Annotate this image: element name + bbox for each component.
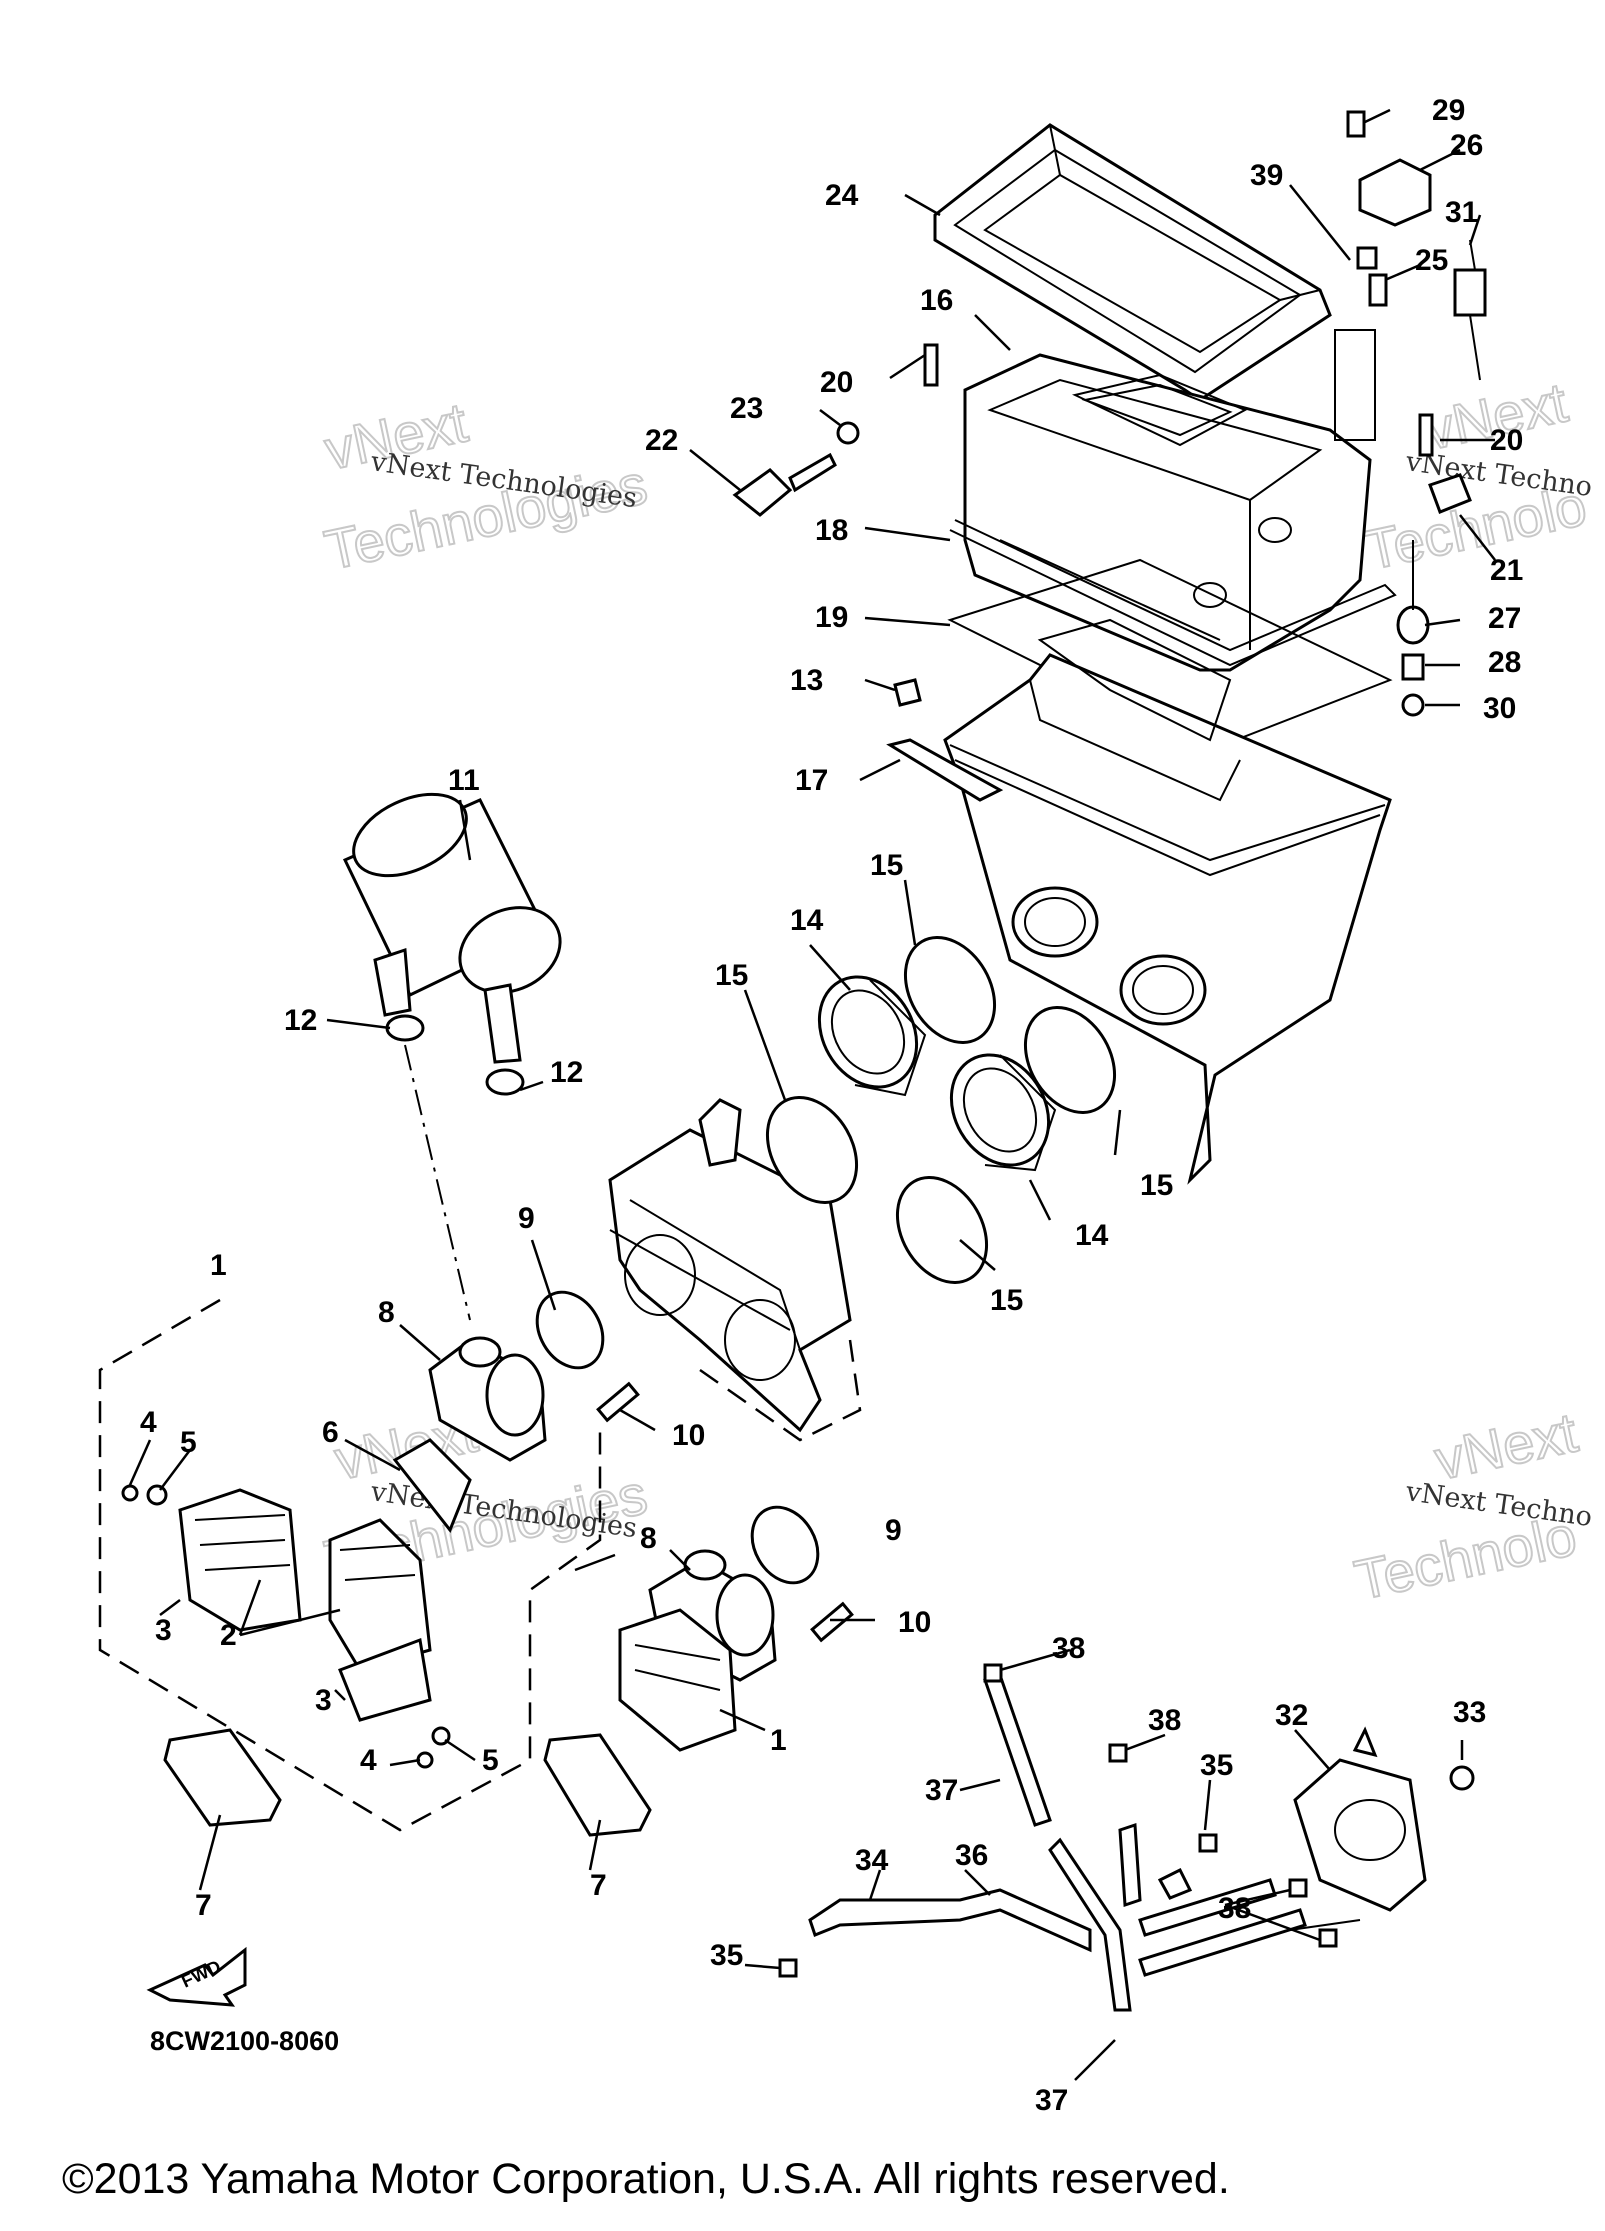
hose-clamp-9 (535, 1290, 820, 1585)
callout-20a: 20 (820, 366, 853, 399)
callout-36: 36 (955, 1839, 988, 1872)
callout-37a: 37 (925, 1774, 958, 1807)
gasket-18 (949, 519, 1397, 667)
lower-air-box (886, 618, 1392, 1185)
fwd-arrow: FWD (146, 1946, 247, 2007)
screw-20b (1418, 413, 1434, 457)
intake-silencer (342, 792, 562, 1064)
callout-32: 32 (1275, 1699, 1308, 1732)
callout-17: 17 (795, 764, 828, 797)
gasket-7 (163, 1728, 652, 1837)
callout-30: 30 (1483, 692, 1516, 725)
callout-7b: 7 (590, 1869, 607, 1902)
nut-33 (1449, 1765, 1475, 1791)
callout-14a: 14 (790, 904, 824, 937)
callout-10a: 10 (672, 1419, 705, 1452)
callout-12b: 12 (550, 1056, 583, 1089)
band-clamp-15 (765, 936, 1117, 1284)
carb-joint-upper (817, 975, 927, 1097)
callout-21: 21 (1490, 554, 1523, 587)
callout-3a: 3 (155, 1614, 172, 1647)
callout-13: 13 (790, 664, 823, 697)
clip-13 (893, 678, 922, 707)
callout-10b: 10 (898, 1606, 931, 1639)
callout-11: 11 (448, 764, 480, 797)
callout-34: 34 (855, 1844, 889, 1877)
pad-39 (1356, 246, 1378, 270)
callout-39: 39 (1250, 159, 1283, 192)
callout-27: 27 (1488, 602, 1521, 635)
callout-35b: 35 (1200, 1749, 1233, 1782)
callout-14b: 14 (1075, 1219, 1109, 1252)
screw-25 (1368, 273, 1388, 307)
callout-2: 2 (220, 1619, 237, 1652)
callout-24: 24 (825, 179, 859, 212)
reed-valve-right (618, 1608, 737, 1752)
callout-9b: 9 (885, 1514, 902, 1547)
callout-31: 31 (1445, 196, 1478, 229)
callout-8b: 8 (640, 1522, 657, 1555)
diagram-code: 8CW2100-8060 (150, 2026, 340, 2056)
upper-air-box (963, 329, 1376, 672)
switch-31 (1453, 239, 1487, 381)
callout-3b: 3 (315, 1684, 332, 1717)
bracket-21 (1428, 473, 1472, 514)
sensor-22 (732, 452, 837, 517)
intake-manifold-upper (428, 1336, 547, 1462)
grommet-27 (1396, 605, 1430, 645)
screw-20 (923, 343, 939, 387)
callout-29: 29 (1432, 94, 1465, 127)
callout-38c: 38 (1218, 1892, 1251, 1925)
screw-29 (1346, 110, 1366, 138)
callout-38a: 38 (1052, 1632, 1085, 1665)
watermark-middle-right: vNext Technolo vNext Techno (1348, 1399, 1594, 1612)
callout-25: 25 (1415, 244, 1448, 277)
callout-7a: 7 (195, 1889, 212, 1922)
callout-labels: 1 1 2 3 3 4 4 5 5 6 7 7 8 8 9 9 10 10 11… (140, 94, 1523, 2117)
callout-15c: 15 (1140, 1169, 1173, 1202)
callout-18: 18 (815, 514, 848, 547)
nut-23 (836, 421, 860, 445)
leader-lines (128, 108, 1496, 2081)
callout-4a: 4 (140, 1406, 157, 1439)
callout-8a: 8 (378, 1296, 395, 1329)
callout-9a: 9 (518, 1202, 535, 1235)
callout-15b: 15 (870, 849, 903, 882)
callout-38b: 38 (1148, 1704, 1181, 1737)
screw-washer-4-5 (121, 1484, 451, 1769)
fuel-pump (1293, 1726, 1427, 1912)
callout-20b: 20 (1490, 424, 1523, 457)
callout-23: 23 (730, 392, 763, 425)
callout-15a: 15 (715, 959, 748, 992)
callout-1a: 1 (210, 1249, 227, 1282)
callout-35a: 35 (710, 1939, 743, 1972)
callout-5a: 5 (180, 1426, 197, 1459)
watermark-top-left: vNext Technologies vNext Technologies (318, 389, 653, 582)
fuel-hoses (808, 1673, 1307, 2012)
callout-33: 33 (1453, 1696, 1486, 1729)
callout-5b: 5 (482, 1744, 499, 1777)
air-box-cover (933, 123, 1332, 402)
copyright-notice: ©2013 Yamaha Motor Corporation, U.S.A. A… (62, 2155, 1230, 2203)
callout-26: 26 (1450, 129, 1483, 162)
reed-valve-assembly-outline (98, 1298, 602, 1832)
callout-19: 19 (815, 601, 848, 634)
callout-15d: 15 (990, 1284, 1023, 1317)
collar-28 (1401, 653, 1425, 681)
callout-4b: 4 (360, 1744, 377, 1777)
nut-30 (1401, 693, 1425, 717)
callout-22: 22 (645, 424, 678, 457)
callout-28: 28 (1488, 646, 1521, 679)
callout-1b: 1 (770, 1724, 787, 1757)
sensor-26 (1358, 158, 1432, 227)
watermark-big-g: vNext (1429, 1400, 1583, 1491)
callout-12a: 12 (284, 1004, 317, 1037)
callout-16: 16 (920, 284, 953, 317)
watermark-top-right: vNext Technolo vNext Techno (1358, 369, 1594, 582)
callout-37b: 37 (1035, 2084, 1068, 2117)
bolt-10 (596, 1381, 854, 1643)
callout-6: 6 (322, 1416, 339, 1449)
reed-valve-left (178, 1438, 472, 1722)
